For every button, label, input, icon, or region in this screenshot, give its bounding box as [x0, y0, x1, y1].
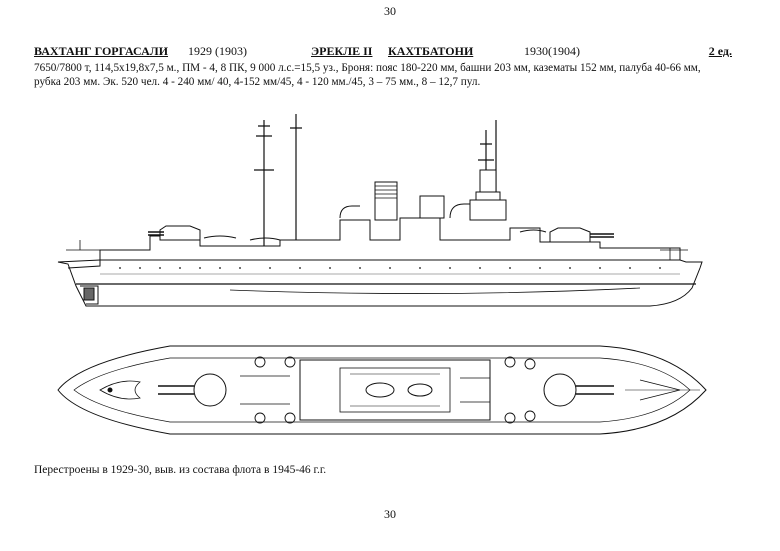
service-note: Перестроены в 1929-30, выв. из состава ф…	[34, 464, 327, 476]
sister-ship-years: 1930(1904)	[524, 44, 580, 58]
ship-drawing	[57, 114, 707, 435]
fore-turret-plan	[543, 373, 577, 407]
unit-count: 2 ед.	[708, 44, 732, 58]
plan-view	[57, 345, 707, 435]
ship-years: 1929 (1903)	[188, 44, 247, 58]
belt-line	[229, 287, 641, 294]
ship-title-row: ВАХТАНГ ГОРГАСАЛИ 1929 (1903) ЭРЕКЛЕ II …	[34, 44, 746, 60]
spec-line-2: рубка 203 мм. Эк. 520 чел. 4 - 240 мм/ 4…	[34, 76, 481, 88]
side-profile	[57, 114, 703, 307]
funnel-1	[374, 181, 398, 221]
spec-line-1: 7650/7800 т, 114,5х19,8х7,5 м., ПМ - 4, …	[34, 62, 701, 74]
sister-ship-name-2: КАХТБАТОНИ	[388, 44, 474, 58]
hull-outline	[57, 259, 703, 307]
main-mast	[254, 120, 274, 246]
aft-turret-plan	[193, 373, 227, 407]
casemates	[254, 356, 536, 424]
fore-turret	[549, 227, 591, 243]
aft-turret	[159, 225, 201, 241]
page-number-top: 30	[384, 4, 396, 18]
funnel-plan-1	[365, 382, 395, 398]
portholes	[119, 267, 661, 269]
funnel-2	[419, 195, 445, 219]
page-number-bottom: 30	[384, 507, 396, 521]
funnel-plan-2	[407, 383, 433, 397]
aft-mast	[290, 114, 302, 240]
ship-name: ВАХТАНГ ГОРГАСАЛИ	[34, 44, 169, 58]
boats	[203, 229, 547, 241]
midships-deck	[299, 359, 491, 421]
sister-ship-name: ЭРЕКЛЕ II	[311, 44, 373, 58]
